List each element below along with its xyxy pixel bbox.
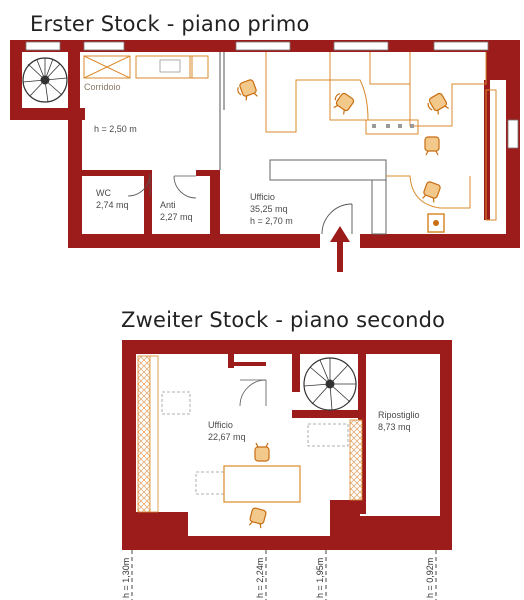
entrance-door-icon	[321, 203, 353, 235]
height-markers	[131, 550, 437, 600]
chair-icon	[237, 79, 450, 203]
label-ufficio-1: Ufficio	[250, 192, 275, 202]
height-label-4: h = 0,92m	[425, 558, 435, 598]
label-ufficio-1-area: 35,25 mq	[250, 204, 288, 214]
spiral-staircase-icon	[22, 57, 68, 103]
height-label-2: h = 2,24m	[255, 558, 265, 598]
floor1-title: Erster Stock - piano primo	[30, 12, 310, 36]
door-icon-floor2	[239, 379, 267, 407]
label-ripostiglio: Ripostiglio	[378, 410, 420, 420]
entrance-arrow-icon	[330, 226, 350, 272]
anti-door-icon	[173, 175, 197, 199]
label-wc-area: 2,74 mq	[96, 200, 129, 210]
label-corridoio-height: h = 2,50 m	[94, 124, 137, 134]
label-anti-area: 2,27 mq	[160, 212, 193, 222]
label-ripostiglio-area: 8,73 mq	[378, 422, 411, 432]
side-table-icon	[427, 213, 445, 233]
office-desks	[265, 52, 497, 221]
label-anti: Anti	[160, 200, 176, 210]
label-wc: WC	[96, 188, 111, 198]
height-label-1: h = 1,30m	[121, 558, 131, 598]
chair-icon-floor2	[248, 442, 270, 529]
label-ufficio-2: Ufficio	[208, 420, 233, 430]
desk-floor2	[223, 465, 301, 503]
label-ufficio-2-area: 22,67 mq	[208, 432, 246, 442]
label-ufficio-1-height: h = 2,70 m	[250, 216, 293, 226]
floor2-title: Zweiter Stock - piano secondo	[121, 308, 446, 332]
floor2-plan: Ufficio 22,67 mq Ripostiglio 8,73 mq h =…	[121, 340, 452, 600]
height-label-3: h = 1,95m	[315, 558, 325, 598]
spiral-staircase-icon-2	[303, 357, 357, 411]
label-corridoio: Corridoio	[84, 82, 121, 92]
wc-door-icon	[127, 173, 151, 197]
floor2-walls	[122, 340, 452, 550]
floor1-plan: Corridoio h = 2,50 m WC 2,74 mq Anti 2,2…	[10, 40, 520, 272]
